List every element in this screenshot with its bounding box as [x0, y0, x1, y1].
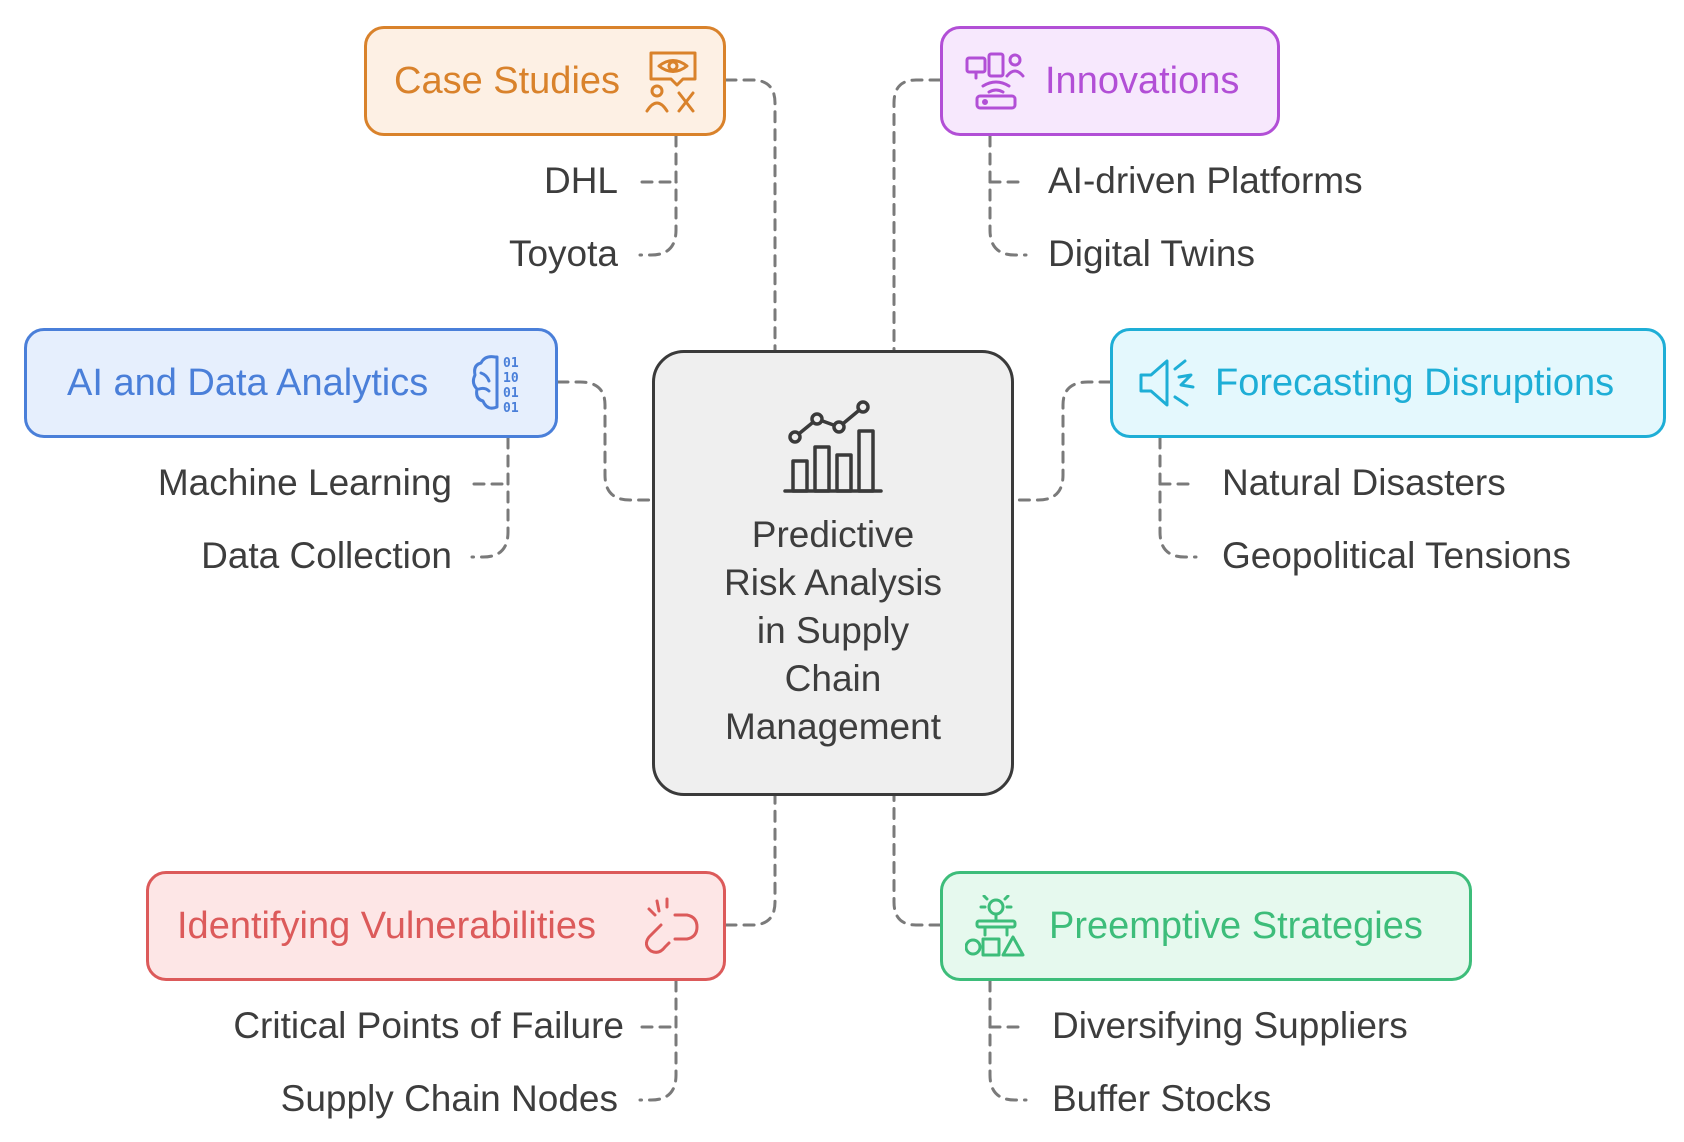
connector-critical: [638, 979, 678, 1102]
center-node: Predictive Risk Analysis in Supply Chain…: [652, 350, 1014, 796]
leaf-machine-learning: Machine Learning: [157, 462, 452, 503]
connector-diversifying: [988, 979, 1028, 1102]
center-title: Predictive Risk Analysis in Supply Chain…: [724, 514, 942, 747]
connector-forecasting: [1012, 380, 1112, 502]
brain-binary-icon: 01 10 01 01: [471, 355, 519, 415]
leaf-geopolitical-tensions: Geopolitical Tensions: [1222, 535, 1571, 576]
leaf-critical-points-of-failure: Critical Points of Failure: [233, 1005, 624, 1046]
forecasting-disruptions-box: Forecasting Disruptions: [1110, 328, 1666, 438]
leaf-buffer-stocks: Buffer Stocks: [1052, 1078, 1272, 1119]
growth-chart-icon: [783, 400, 883, 493]
connector-innovations: [892, 78, 942, 352]
connector-dhl: [638, 134, 678, 257]
devices-network-icon: [965, 52, 1025, 110]
ai-data-analytics-box: AI and Data Analytics 01 10 01 01: [24, 328, 558, 438]
svg-text:10: 10: [503, 371, 519, 386]
leaf-ai-driven-platforms: AI-driven Platforms: [1048, 160, 1363, 201]
preemptive-strategies-label: Preemptive Strategies: [1049, 904, 1423, 947]
connector-case-studies: [724, 78, 777, 352]
svg-text:01: 01: [503, 356, 519, 371]
broken-link-icon: [644, 897, 699, 954]
svg-text:01: 01: [503, 386, 519, 401]
svg-text:01: 01: [503, 401, 519, 415]
identifying-vulnerabilities-box: Identifying Vulnerabilities: [146, 871, 726, 981]
connector-ai-analytics: [556, 380, 654, 502]
connector-vulnerabilities: [724, 794, 777, 927]
idea-shapes-icon: [965, 895, 1025, 957]
innovations-box: Innovations: [940, 26, 1280, 136]
innovations-label: Innovations: [1045, 59, 1240, 102]
leaf-dhl: DHL: [543, 160, 618, 201]
leaf-diversifying-suppliers: Diversifying Suppliers: [1052, 1005, 1408, 1046]
connector-ml: [470, 436, 510, 559]
connector-preemptive: [892, 794, 942, 927]
ai-data-analytics-label: AI and Data Analytics: [67, 361, 429, 404]
case-study-people-icon: [645, 51, 697, 113]
identifying-vulnerabilities-label: Identifying Vulnerabilities: [177, 904, 596, 947]
preemptive-strategies-box: Preemptive Strategies: [940, 871, 1472, 981]
connector-natural: [1158, 436, 1198, 559]
case-studies-label: Case Studies: [394, 59, 621, 102]
forecasting-disruptions-label: Forecasting Disruptions: [1215, 361, 1615, 404]
connector-ai-platforms: [988, 134, 1028, 257]
case-studies-box: Case Studies: [364, 26, 726, 136]
leaf-natural-disasters: Natural Disasters: [1222, 462, 1506, 503]
leaf-digital-twins: Digital Twins: [1048, 233, 1256, 274]
leaf-toyota: Toyota: [508, 233, 618, 274]
leaf-data-collection: Data Collection: [201, 535, 452, 576]
speaker-alert-icon: [1139, 359, 1195, 407]
leaf-supply-chain-nodes: Supply Chain Nodes: [280, 1078, 618, 1119]
